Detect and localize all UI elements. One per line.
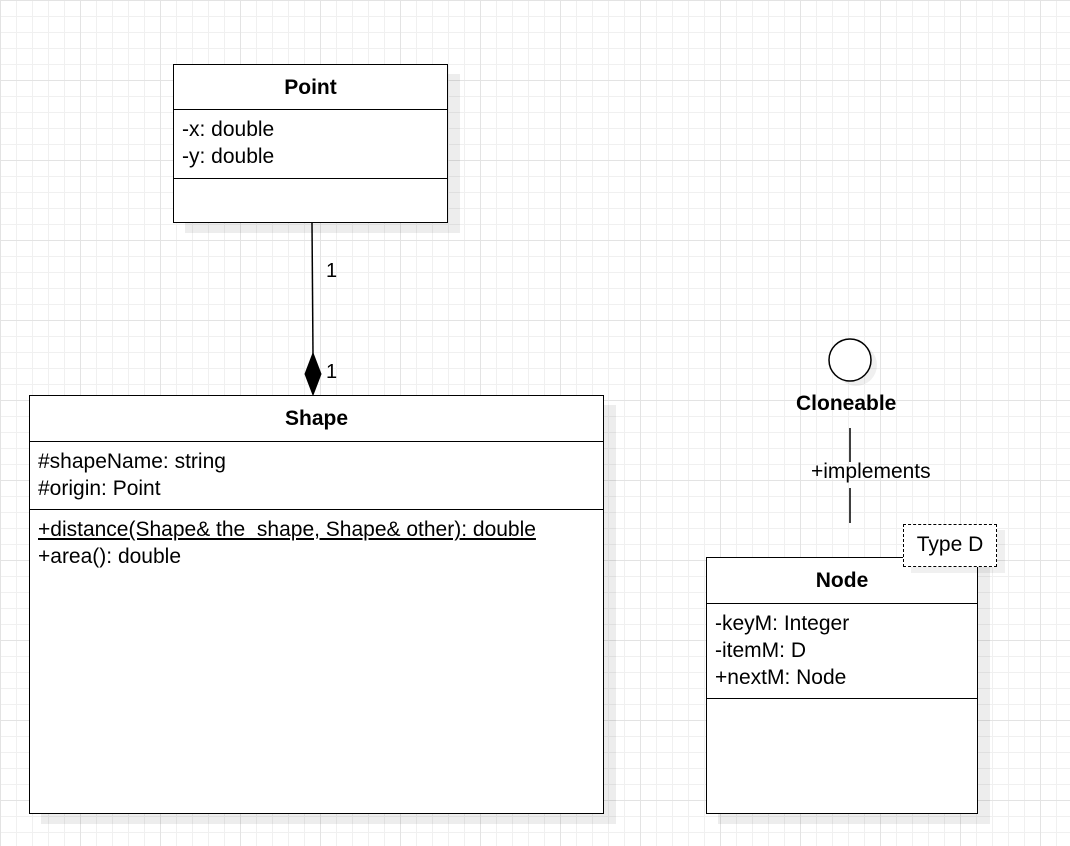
class-point-methods <box>174 179 447 185</box>
attribute: -y: double <box>182 145 275 168</box>
static-method: +distance(Shape& the_shape, Shape& other… <box>38 518 536 541</box>
class-shape-methods: +distance(Shape& the_shape, Shape& other… <box>30 510 603 570</box>
class-node[interactable]: Node -keyM: Integer -itemM: D +nextM: No… <box>706 557 978 814</box>
class-point-name: Point <box>174 65 447 110</box>
interface-name: Cloneable <box>796 392 897 415</box>
attribute: #shapeName: string <box>38 450 226 473</box>
attribute: +nextM: Node <box>715 666 847 689</box>
class-node-name: Node <box>707 558 977 604</box>
attribute: -itemM: D <box>715 639 806 662</box>
class-node-methods <box>707 699 977 705</box>
class-shape-attributes: #shapeName: string #origin: Point <box>30 442 603 510</box>
class-point[interactable]: Point -x: double -y: double <box>173 64 448 223</box>
class-point-attributes: -x: double -y: double <box>174 110 447 179</box>
attribute: #origin: Point <box>38 477 161 500</box>
template-parameter[interactable]: Type D <box>903 524 997 567</box>
composition-line[interactable] <box>311 222 314 356</box>
method: +area(): double <box>38 545 182 568</box>
class-shape-name: Shape <box>30 396 603 442</box>
class-shape[interactable]: Shape #shapeName: string #origin: Point … <box>29 395 604 814</box>
interface-circle[interactable] <box>828 338 872 382</box>
realization-label: +implements <box>811 460 931 483</box>
class-node-attributes: -keyM: Integer -itemM: D +nextM: Node <box>707 604 977 699</box>
composition-source-multiplicity: 1 <box>326 260 338 282</box>
attribute: -x: double <box>182 118 275 141</box>
composition-target-multiplicity: 1 <box>326 361 338 383</box>
attribute: -keyM: Integer <box>715 612 850 635</box>
composition-diamond[interactable] <box>304 351 322 397</box>
